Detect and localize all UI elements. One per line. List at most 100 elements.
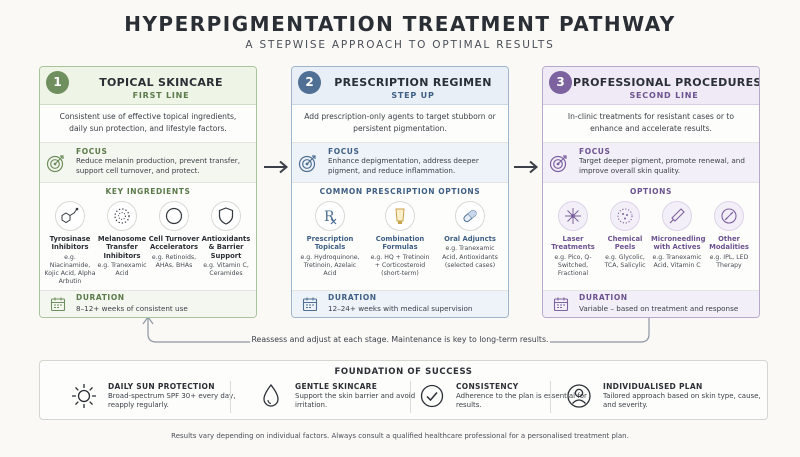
circle-icon <box>165 207 183 225</box>
step-description: Add prescription-only agents to target s… <box>292 105 508 143</box>
item-example: e.g. Tranexamic Acid, Vitamin C <box>652 253 702 270</box>
person-icon <box>567 384 591 408</box>
step-card-professional-procedures: 3 PROFESSIONAL PROCEDURES SECOND LINE In… <box>542 66 760 318</box>
list-item: Microneedling with Actives e.g. Tranexam… <box>651 201 705 297</box>
pillar-gentle-skincare: GENTLE SKINCARE Support the skin barrier… <box>257 379 433 417</box>
list-item: R Prescription Topicals e.g. Hydroquinon… <box>300 201 360 297</box>
focus-label: FOCUS <box>579 147 611 156</box>
duration-label: DURATION <box>328 293 377 302</box>
item-name: Chemical Peels <box>607 235 643 252</box>
check-circle-icon <box>420 384 444 408</box>
sun-icon <box>72 384 96 408</box>
options-heading: OPTIONS <box>629 187 673 196</box>
step-tag: SECOND LINE <box>629 91 699 100</box>
focus-text: Enhance depigmentation, address deeper p… <box>328 156 479 175</box>
list-item: Tyrosinase Inhibitors e.g. Niacinamide, … <box>44 201 96 297</box>
list-item: Cell Turnover Accelerators e.g. Retinoid… <box>148 201 200 297</box>
prescription-option-list: R Prescription Topicals e.g. Hydroquinon… <box>292 201 508 297</box>
item-example: e.g. Pico, Q-Switched, Fractional <box>554 253 592 278</box>
pillar-text: Adherence to the plan is essential for r… <box>456 392 587 410</box>
step-title: PRESCRIPTION REGIMEN <box>334 76 492 89</box>
item-example: e.g. Tranexamic Acid <box>97 262 147 278</box>
calendar-icon <box>302 297 318 312</box>
shield-icon <box>218 207 234 225</box>
duration-text: Variable – based on treatment and respon… <box>579 304 739 313</box>
pillar-text: Broad-spectrum SPF 30+ every day, reappl… <box>108 392 236 410</box>
pillar-label: CONSISTENCY <box>456 382 519 391</box>
focus-text: Reduce melanin production, prevent trans… <box>76 156 241 175</box>
arrow-right-icon <box>514 160 539 174</box>
rx-icon: R <box>324 209 337 225</box>
pillar-text: Support the skin barrier and avoid irrit… <box>295 392 416 410</box>
step-card-prescription-regimen: 2 PRESCRIPTION REGIMEN STEP UP Add presc… <box>291 66 509 318</box>
ingredient-list: Tyrosinase Inhibitors e.g. Niacinamide, … <box>40 201 256 297</box>
foundation-title: FOUNDATION OF SUCCESS <box>334 367 473 377</box>
target-icon <box>46 155 64 173</box>
pillar-text: Tailored approach based on skin type, ca… <box>603 392 761 410</box>
step-number-badge: 3 <box>549 71 572 94</box>
step-number-badge: 1 <box>46 71 69 94</box>
focus-label: FOCUS <box>76 147 108 156</box>
page-title: HYPERPIGMENTATION TREATMENT PATHWAY <box>124 12 676 36</box>
duration-label: DURATION <box>579 293 628 302</box>
item-example: e.g. Tranexamic Acid, Antioxidants (sele… <box>442 245 498 269</box>
step-number-badge: 2 <box>298 71 321 94</box>
step-description: Consistent use of effective topical ingr… <box>40 105 256 143</box>
item-name: Laser Treatments <box>551 235 595 252</box>
target-icon <box>298 155 316 173</box>
list-item: Melanosome Transfer Inhibitors e.g. Tran… <box>96 201 148 297</box>
ingredients-heading: KEY INGREDIENTS <box>105 187 191 196</box>
item-name: Melanosome Transfer Inhibitors <box>97 235 147 260</box>
footnote-disclaimer: Results vary depending on individual fac… <box>171 432 629 440</box>
duration-text: 8–12+ weeks of consistent use <box>76 304 188 313</box>
step-tag: FIRST LINE <box>132 91 190 100</box>
molecule-icon <box>61 207 79 224</box>
arrow-right-icon <box>264 160 289 174</box>
item-name: Cell Turnover Accelerators <box>148 235 200 252</box>
item-example: e.g. Niacinamide, Kojic Acid, Alpha Arbu… <box>44 253 96 286</box>
modalities-icon <box>721 208 737 224</box>
duration-text: 12–24+ weeks with medical supervision <box>328 304 473 313</box>
target-icon <box>549 155 567 173</box>
step-tag: STEP UP <box>391 91 435 100</box>
duration-section: DURATION 8–12+ weeks of consistent use <box>40 290 256 317</box>
item-example: e.g. IPL, LED Therapy <box>709 253 749 270</box>
item-name: Other Modalities <box>709 235 749 252</box>
list-item: Antioxidants & Barrier Support e.g. Vita… <box>200 201 252 297</box>
reassess-note: Reassess and adjust at each stage. Maint… <box>250 335 550 344</box>
list-item: Combination Formulas e.g. HQ + Tretinoin… <box>368 201 432 297</box>
page-subtitle: A STEPWISE APPROACH TO OPTIMAL RESULTS <box>245 39 555 51</box>
pillar-consistency: CONSISTENCY Adherence to the plan is ess… <box>418 379 594 417</box>
pillar-label: GENTLE SKINCARE <box>295 382 378 391</box>
list-item: Laser Treatments e.g. Pico, Q-Switched, … <box>547 201 599 297</box>
item-example: e.g. Hydroquinone, Tretinoin, Azelaic Ac… <box>300 253 360 278</box>
dotted-circle-icon <box>114 208 130 224</box>
tube-icon <box>395 208 405 224</box>
item-name: Tyrosinase Inhibitors <box>49 235 91 252</box>
peel-icon <box>617 208 633 224</box>
pillar-label: INDIVIDUALISED PLAN <box>603 382 703 391</box>
item-example: e.g. Retinoids, AHAs, BHAs <box>151 253 197 270</box>
pillar-label: DAILY SUN PROTECTION <box>108 382 215 391</box>
droplet-icon <box>263 383 279 407</box>
step-title: PROFESSIONAL PROCEDURES <box>573 76 760 89</box>
list-item: Oral Adjuncts e.g. Tranexamic Acid, Anti… <box>440 201 500 297</box>
step-description: In-clinic treatments for resistant cases… <box>543 105 759 143</box>
item-name: Combination Formulas <box>375 235 425 252</box>
pill-icon <box>463 209 477 223</box>
focus-section: FOCUS Target deeper pigment, promote ren… <box>543 143 759 183</box>
foundation-panel: FOUNDATION OF SUCCESS DAILY SUN PROTECTI… <box>39 360 768 420</box>
options-heading: COMMON PRESCRIPTION OPTIONS <box>319 187 481 196</box>
laser-icon <box>565 208 581 224</box>
item-name: Antioxidants & Barrier Support <box>201 235 251 260</box>
microneedle-icon <box>669 208 685 224</box>
step-header: 2 PRESCRIPTION REGIMEN STEP UP <box>292 67 508 105</box>
focus-section: FOCUS Enhance depigmentation, address de… <box>292 143 508 183</box>
duration-label: DURATION <box>76 293 125 302</box>
step-title: TOPICAL SKINCARE <box>99 76 223 89</box>
item-name: Prescription Topicals <box>306 235 354 252</box>
calendar-icon <box>553 297 569 312</box>
focus-section: FOCUS Reduce melanin production, prevent… <box>40 143 256 183</box>
item-example: e.g. Vitamin C, Ceramides <box>203 262 249 278</box>
step-card-topical-skincare: 1 TOPICAL SKINCARE FIRST LINE Consistent… <box>39 66 257 318</box>
